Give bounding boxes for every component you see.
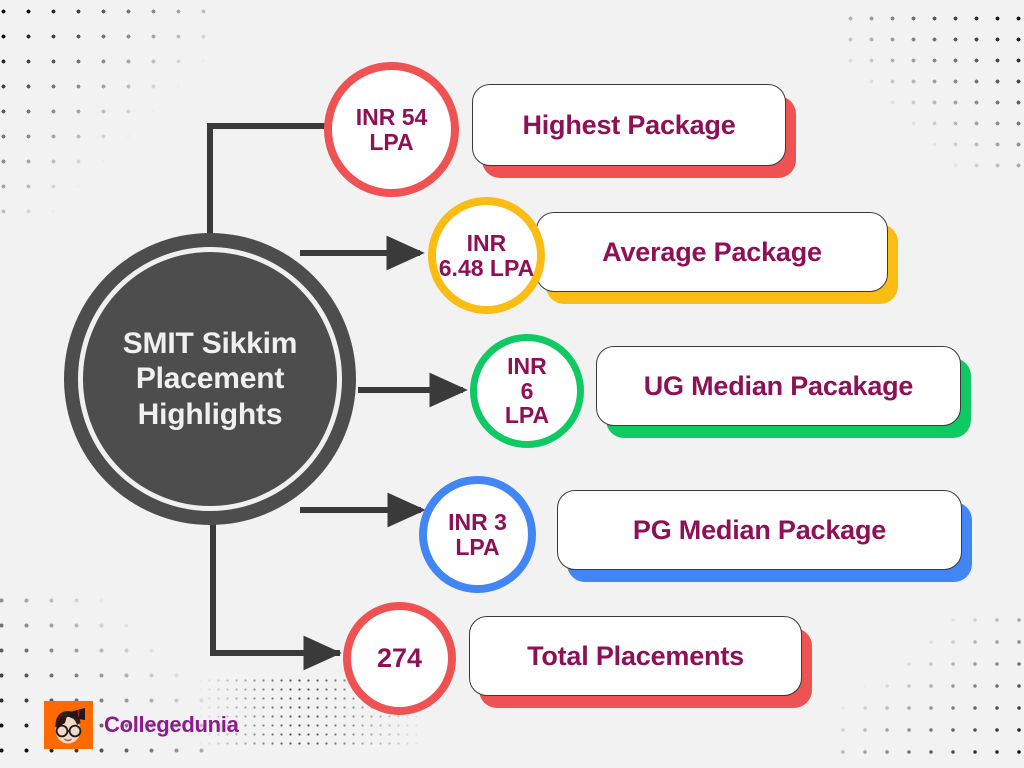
pill-wrapper-2: Average Package [536, 212, 898, 304]
pill-wrapper-5: Total Placements [469, 616, 812, 708]
value-badge-text-3: INR 6 LPA [504, 353, 550, 429]
highlight-row-4: PG Median Package INR 3 LPA [419, 476, 979, 593]
highlight-row-1: Highest Package INR 54 LPA [324, 62, 796, 197]
pill-wrapper-4: PG Median Package [557, 490, 972, 582]
value-badge-2[interactable]: INR 6.48 LPA [428, 197, 545, 314]
pill-4[interactable]: PG Median Package [557, 490, 962, 570]
highlight-row-3: UG Median Pacakage INR 6 LPA [470, 334, 975, 448]
pill-5[interactable]: Total Placements [469, 616, 802, 696]
pill-2[interactable]: Average Package [536, 212, 888, 292]
pill-wrapper-3: UG Median Pacakage [596, 346, 971, 438]
pill-3[interactable]: UG Median Pacakage [596, 346, 961, 426]
hub-title: SMIT Sikkim Placement Highlights [122, 327, 298, 431]
value-badge-text-2: INR 6.48 LPA [438, 230, 535, 281]
pill-label-5: Total Placements [527, 640, 744, 671]
pill-label-3: UG Median Pacakage [643, 370, 914, 401]
highlight-row-2: Average Package INR 6.48 LPA [428, 197, 898, 314]
graduate-face-icon [44, 701, 93, 749]
pill-1[interactable]: Highest Package [472, 84, 786, 166]
central-hub: SMIT Sikkim Placement Highlights [64, 233, 356, 525]
pill-label-2: Average Package [602, 236, 822, 267]
value-badge-3[interactable]: INR 6 LPA [470, 334, 584, 448]
pill-wrapper-1: Highest Package [472, 84, 796, 178]
highlight-row-5: Total Placements 274 [343, 602, 853, 715]
value-badge-text-5: 274 [376, 643, 423, 674]
pill-label-1: Highest Package [522, 109, 736, 140]
hub-inner-ring [78, 247, 342, 511]
value-badge-1[interactable]: INR 54 LPA [324, 62, 459, 197]
value-badge-text-1: INR 54 LPA [355, 104, 428, 155]
brand-name: Collegedunia [104, 712, 239, 737]
pill-label-4: PG Median Package [632, 514, 887, 545]
value-badge-5[interactable]: 274 [343, 602, 456, 715]
value-badge-text-4: INR 3 LPA [448, 509, 507, 560]
collegedunia-logo[interactable]: Collegedunia [44, 701, 239, 749]
value-badge-4[interactable]: INR 3 LPA [419, 476, 536, 593]
